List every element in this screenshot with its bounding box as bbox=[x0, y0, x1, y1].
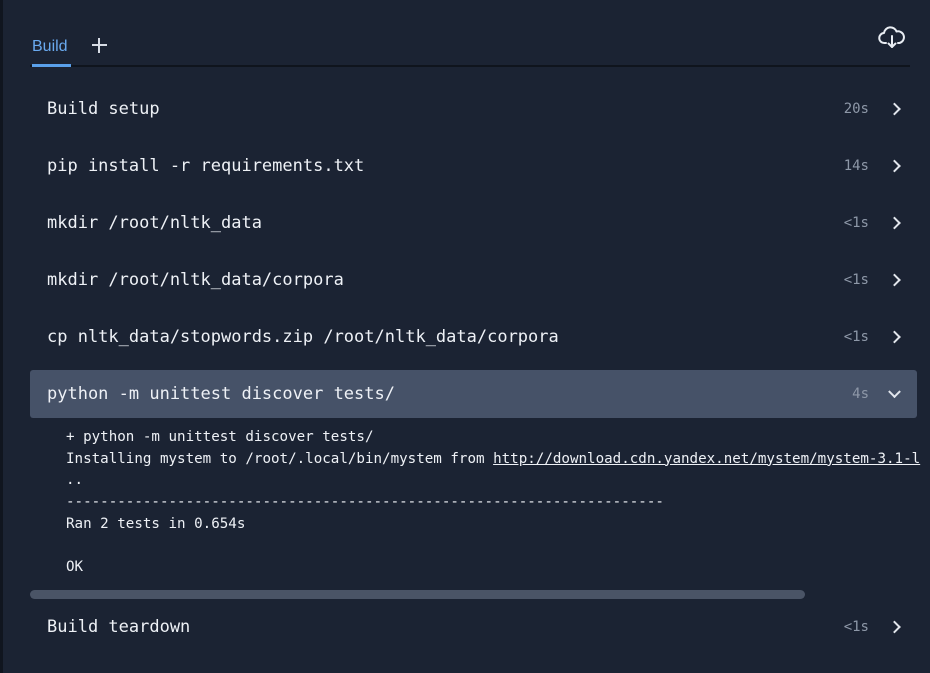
step-label: mkdir /root/nltk_data/corpora bbox=[47, 270, 344, 290]
chevron-right-icon bbox=[888, 620, 901, 634]
log-line: + python -m unittest discover tests/ bbox=[66, 429, 374, 445]
step-label: cp nltk_data/stopwords.zip /root/nltk_da… bbox=[47, 327, 559, 347]
tab-bar: Build bbox=[30, 0, 910, 67]
step-duration: 4s bbox=[852, 386, 869, 402]
step-unittest[interactable]: python -m unittest discover tests/ 4s bbox=[30, 370, 917, 418]
chevron-right-icon bbox=[888, 216, 901, 230]
chevron-right-icon bbox=[888, 102, 901, 116]
step-duration: <1s bbox=[843, 272, 869, 288]
chevron-right-icon bbox=[888, 159, 901, 173]
scrollbar-thumb[interactable] bbox=[30, 590, 805, 599]
log-line: Installing mystem to /root/.local/bin/my… bbox=[66, 449, 928, 471]
step-label: pip install -r requirements.txt bbox=[47, 156, 365, 176]
tab-build[interactable]: Build bbox=[32, 38, 71, 67]
step-log-output: + python -m unittest discover tests/Inst… bbox=[66, 427, 928, 585]
step-duration: 14s bbox=[843, 158, 869, 174]
step-pip-install[interactable]: pip install -r requirements.txt 14s bbox=[30, 142, 917, 190]
log-line: ​ bbox=[66, 536, 928, 558]
log-line: ----------------------------------------… bbox=[66, 494, 664, 511]
log-line: .. bbox=[66, 472, 84, 489]
step-cp-stopwords[interactable]: cp nltk_data/stopwords.zip /root/nltk_da… bbox=[30, 313, 917, 361]
step-label: Build teardown bbox=[47, 617, 191, 637]
step-build-teardown[interactable]: Build teardown <1s bbox=[30, 603, 917, 651]
step-duration: <1s bbox=[843, 619, 869, 635]
build-steps: Build setup 20s pip install -r requireme… bbox=[30, 85, 917, 427]
chevron-right-icon bbox=[888, 273, 901, 287]
step-duration: <1s bbox=[843, 329, 869, 345]
log-horizontal-scrollbar bbox=[30, 588, 917, 600]
step-label: Build setup bbox=[47, 99, 160, 119]
step-duration: 20s bbox=[843, 101, 869, 117]
step-label: python -m unittest discover tests/ bbox=[47, 384, 395, 404]
mystem-download-link[interactable]: http://download.cdn.yandex.net/mystem/my… bbox=[493, 450, 921, 467]
log-line: OK bbox=[66, 559, 84, 576]
step-build-setup[interactable]: Build setup 20s bbox=[30, 85, 917, 133]
plus-icon[interactable] bbox=[90, 36, 108, 54]
chevron-right-icon bbox=[888, 330, 901, 344]
log-line: Ran 2 tests in 0.654s bbox=[66, 515, 246, 532]
log-line-text: Installing mystem to /root/.local/bin/my… bbox=[66, 450, 494, 467]
cloud-download-icon[interactable] bbox=[878, 26, 906, 50]
step-mkdir-corpora[interactable]: mkdir /root/nltk_data/corpora <1s bbox=[30, 256, 917, 304]
step-mkdir-nltk-data[interactable]: mkdir /root/nltk_data <1s bbox=[30, 199, 917, 247]
step-duration: <1s bbox=[843, 215, 869, 231]
step-label: mkdir /root/nltk_data bbox=[47, 213, 262, 233]
chevron-down-icon bbox=[888, 385, 901, 399]
